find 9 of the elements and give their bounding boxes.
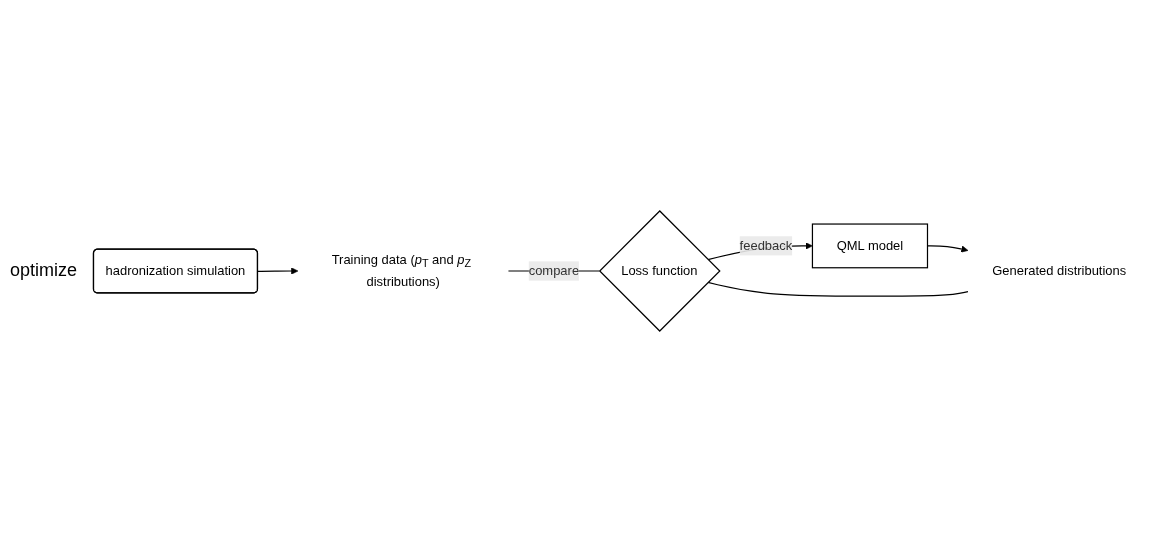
edge-label: feedback xyxy=(739,238,793,252)
arrow xyxy=(257,266,299,275)
edge-label: compare xyxy=(528,263,580,277)
node-text: Generated distributions xyxy=(992,263,1127,277)
node-text: Training data (p$_{T}$ and p$_{Z}$ distributions) xyxy=(331,252,472,288)
node-box: QML model xyxy=(811,222,929,268)
note-text: optimize xyxy=(10,260,78,281)
node-diamond: Loss function xyxy=(598,209,721,332)
connector xyxy=(707,281,969,297)
